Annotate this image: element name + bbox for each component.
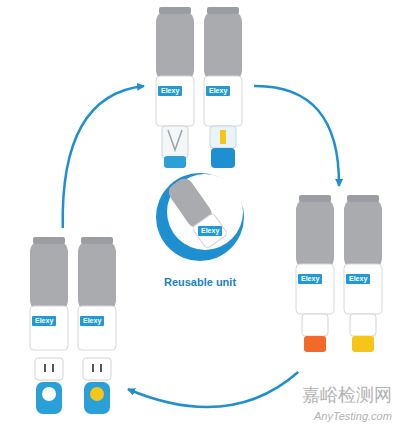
device-pair: Elexy Elexy	[148, 2, 250, 170]
brand-tag: Elexy	[32, 316, 56, 326]
unit-label: Reusable unit	[164, 276, 236, 288]
cycle-arrow	[254, 86, 339, 186]
brand-tag: Elexy	[198, 226, 222, 236]
device-pair: Elexy Elexy	[22, 232, 124, 417]
device-pair: Elexy Elexy	[288, 190, 390, 368]
brand-tag: Elexy	[80, 316, 104, 326]
cycle-arrow	[128, 372, 298, 407]
brand-tag: Elexy	[158, 86, 182, 96]
watermark: 嘉峪检测网	[302, 383, 392, 407]
watermark: AnyTesting.com	[314, 410, 392, 422]
brand-tag: Elexy	[298, 274, 322, 284]
reusable-unit: ElexyReusable unit	[140, 172, 260, 297]
brand-tag: Elexy	[346, 274, 370, 284]
brand-tag: Elexy	[206, 86, 230, 96]
cycle-arrow	[63, 86, 144, 228]
